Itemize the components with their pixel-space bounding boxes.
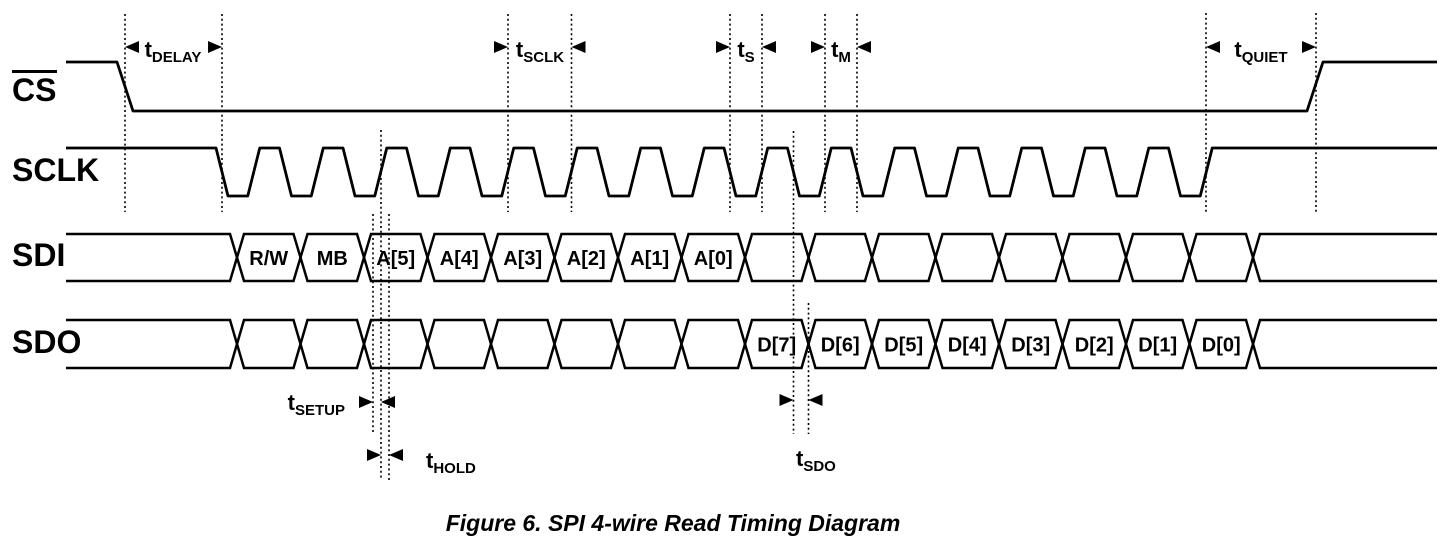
ts-base: t (737, 37, 745, 62)
tquiet-left-arrow-icon (1206, 41, 1220, 53)
sdo-cell-label: D[5] (884, 335, 923, 357)
sdi-leadout (1251, 232, 1437, 283)
sdo-cell-label: D[1] (1138, 335, 1177, 357)
tm-left-arrow-icon (811, 41, 825, 53)
cs-signal-label: CS (12, 72, 56, 108)
thold-base: t (426, 448, 434, 473)
sdo-waveform: D[7] D[6] D[5] D[4] D[3] D[2] D[1] D[0] (66, 318, 1437, 370)
tsclk-left-arrow-icon (494, 41, 508, 53)
thold-left-arrow-icon (367, 449, 381, 461)
thold-right-arrow-icon (389, 449, 403, 461)
ts-label: tS (737, 37, 754, 66)
sdi-cell-label: A[3] (503, 248, 542, 270)
sclk-signal-label: SCLK (12, 152, 99, 188)
ts-right-arrow-icon (762, 41, 776, 53)
sclk-trace (66, 146, 1437, 198)
tsclk-sub: SCLK (523, 49, 564, 66)
sdo-cell-label: D[7] (757, 335, 796, 357)
tsetup-left-arrow-icon (359, 396, 373, 408)
tsetup-base: t (288, 390, 296, 415)
tdelay-base: t (145, 37, 153, 62)
sclk-waveform (66, 146, 1437, 198)
tquiet-sub: QUIET (1242, 49, 1288, 66)
timing-parameter-labels: tDELAY tSCLK tS tM tQUIET tSETUP tHOLD t… (145, 37, 1288, 477)
figure-caption: Figure 6. SPI 4-wire Read Timing Diagram (446, 510, 901, 536)
tsdo-base: t (796, 446, 804, 471)
tdelay-right-arrow-icon (208, 41, 222, 53)
tm-right-arrow-icon (857, 41, 871, 53)
tdelay-sub: DELAY (152, 49, 201, 66)
tquiet-right-arrow-icon (1302, 41, 1316, 53)
sdi-cell-label: R/W (249, 248, 288, 270)
tm-base: t (831, 37, 839, 62)
ts-left-arrow-icon (716, 41, 730, 53)
tdelay-left-arrow-icon (125, 41, 139, 53)
tsdo-sub: SDO (803, 458, 836, 475)
sdi-leadin (66, 232, 239, 283)
sdi-cell-label: A[1] (630, 248, 669, 270)
thold-label: tHOLD (426, 448, 476, 477)
sdi-cell-label: A[4] (440, 248, 479, 270)
sdi-cell-label: A[0] (694, 248, 733, 270)
tsdo-left-arrow-icon (779, 394, 794, 406)
sdi-cell-label: MB (317, 248, 348, 270)
ts-sub: S (745, 49, 755, 66)
guide-lines (124, 13, 1317, 480)
signal-labels: CS SCLK SDI SDO (12, 70, 99, 360)
sdo-cell-label: D[2] (1075, 335, 1114, 357)
sdo-leadout (1251, 318, 1437, 370)
tquiet-label: tQUIET (1234, 37, 1287, 66)
sdo-cell-label: D[3] (1011, 335, 1050, 357)
sdi-signal-label: SDI (12, 237, 65, 273)
tsclk-right-arrow-icon (571, 41, 586, 53)
sdo-signal-label: SDO (12, 324, 81, 360)
tm-sub: M (838, 49, 851, 66)
tsdo-right-arrow-icon (808, 394, 823, 406)
tsetup-label: tSETUP (288, 390, 345, 419)
tdelay-label: tDELAY (145, 37, 202, 66)
sdo-cell-label: D[0] (1202, 335, 1241, 357)
tsclk-label: tSCLK (516, 37, 564, 66)
sdi-cell-label: A[2] (567, 248, 606, 270)
tsetup-sub: SETUP (295, 402, 345, 419)
cs-waveform (66, 60, 1437, 113)
measure-arrows (125, 41, 1316, 461)
tsdo-label: tSDO (796, 446, 836, 475)
sdi-waveform: R/W MB A[5] A[4] A[3] A[2] A[1] A[0] (66, 232, 1437, 283)
sdo-cell-label: D[6] (821, 335, 860, 357)
tquiet-base: t (1234, 37, 1242, 62)
tsclk-base: t (516, 37, 524, 62)
tm-label: tM (831, 37, 851, 66)
sdo-cell-label: D[4] (948, 335, 987, 357)
sdi-cell-label: A[5] (376, 248, 415, 270)
cs-trace (66, 60, 1437, 113)
sdo-leadin (66, 318, 239, 370)
tsetup-right-arrow-icon (381, 396, 395, 408)
thold-sub: HOLD (433, 460, 476, 477)
